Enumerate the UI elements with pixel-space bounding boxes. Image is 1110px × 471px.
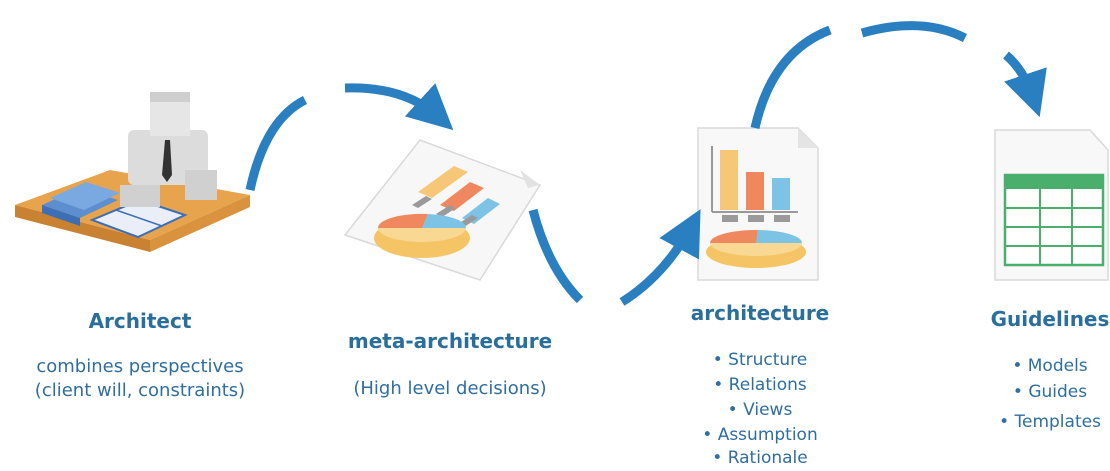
guidelines-bullet-guides: • Guides	[1012, 382, 1088, 402]
architecture-bullet-views: • Views	[727, 400, 793, 420]
architecture-bullet-structure: • Structure	[712, 350, 808, 370]
chart-document-icon	[697, 127, 819, 281]
meta-architecture-title: meta-architecture	[347, 329, 553, 353]
flow-arc-2	[528, 208, 584, 304]
flow-arc-4	[860, 21, 968, 43]
architect-title: Architect	[88, 309, 192, 333]
architect-description-line-1: combines perspectives	[36, 356, 244, 377]
flow-arc-1	[245, 95, 308, 191]
guidelines-bullet-templates: • Templates	[999, 412, 1101, 432]
architecture-bullet-assumption: • Assumption	[702, 425, 818, 445]
flow-arrow-1	[344, 83, 454, 131]
architecture-bullet-rationale: • Rationale	[712, 448, 808, 468]
flow-arc-3	[750, 25, 832, 129]
spreadsheet-document-icon	[994, 129, 1109, 281]
chart-document-icon	[343, 139, 542, 281]
guidelines-bullet-models: • Models	[1012, 356, 1088, 376]
flow-arrow-2	[619, 209, 701, 306]
architect-description-line-2: (client will, constraints)	[34, 380, 246, 401]
architecture-title: architecture	[690, 301, 830, 325]
flow-arrow-3	[1003, 51, 1047, 118]
architect-person-icon	[15, 92, 250, 252]
meta-architecture-description: (High level decisions)	[353, 378, 547, 399]
architecture-bullet-relations: • Relations	[713, 375, 807, 395]
guidelines-title: Guidelines	[990, 307, 1110, 331]
